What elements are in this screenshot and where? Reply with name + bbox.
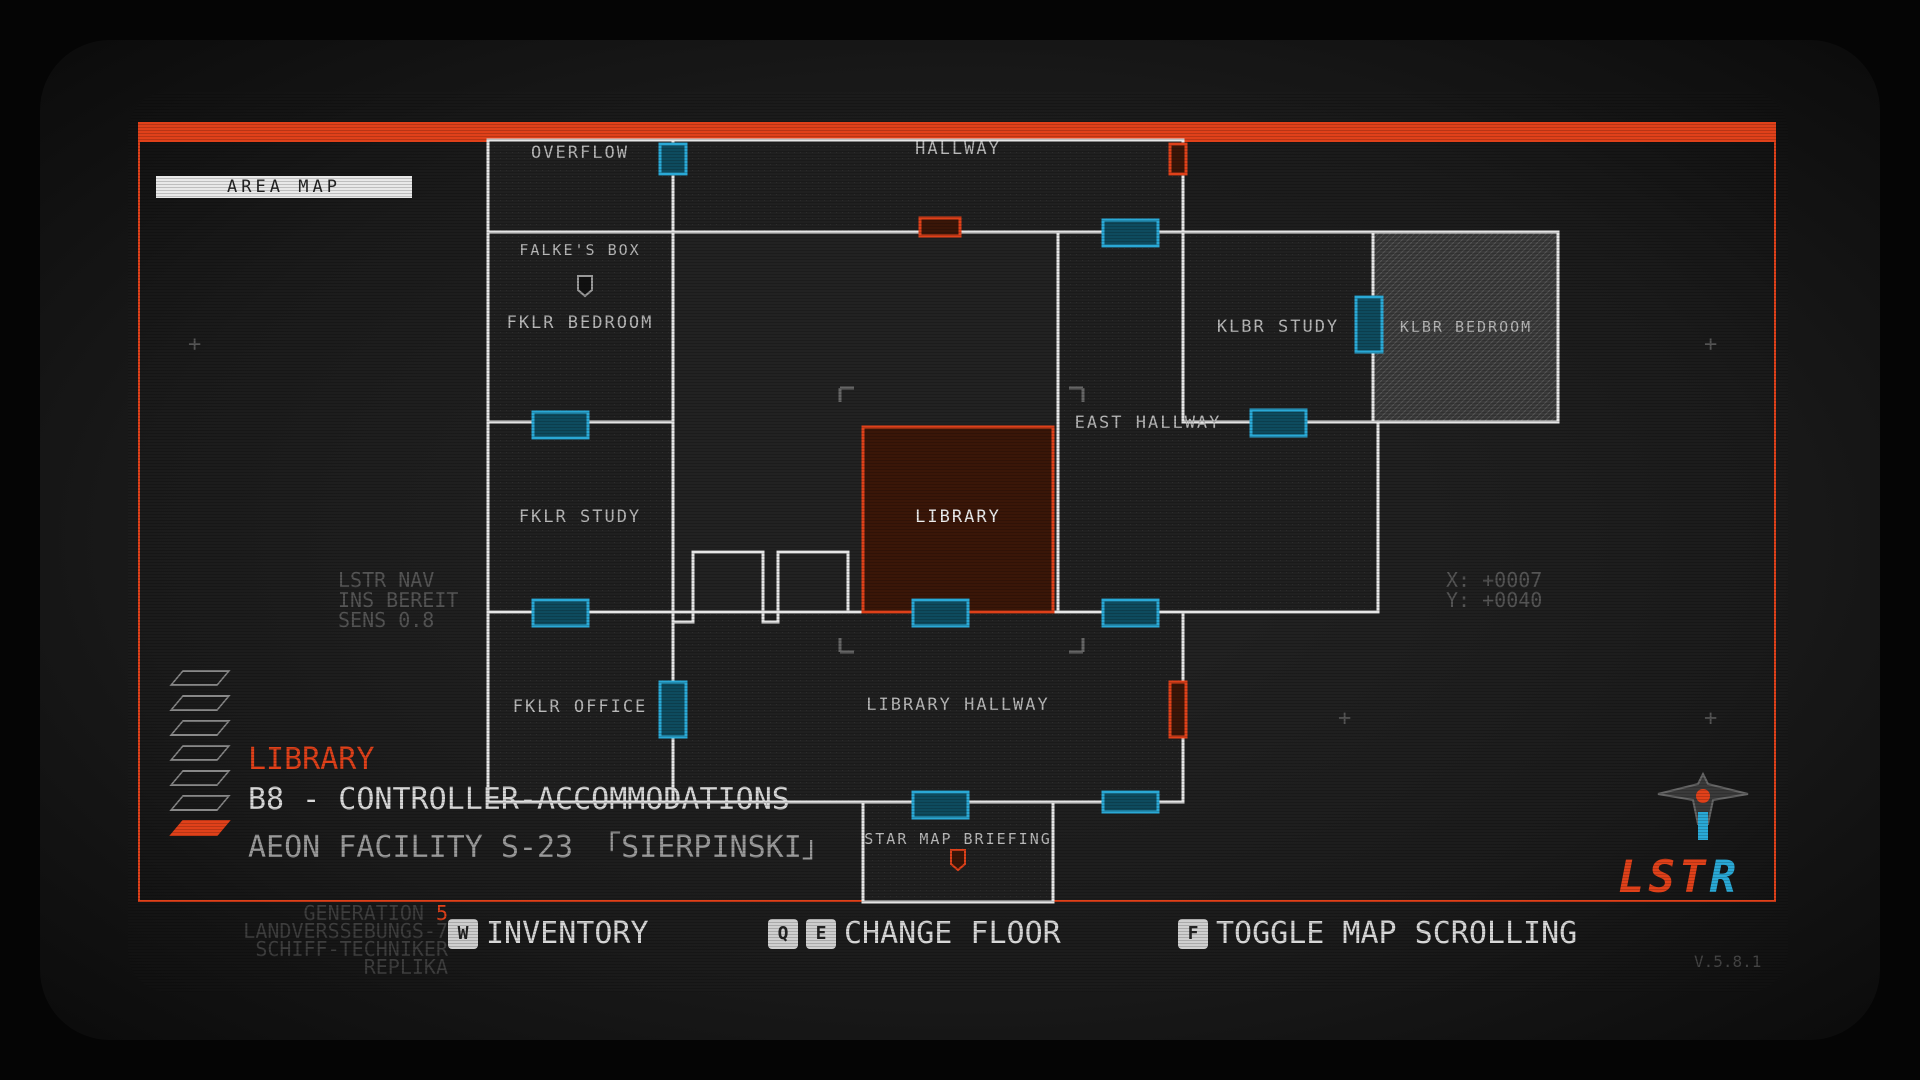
- room-label: FKLR OFFICE: [513, 697, 648, 717]
- corner-marker: [1069, 638, 1085, 654]
- door-icon[interactable]: [531, 598, 590, 628]
- floor-map[interactable]: OVERFLOW HALLWAY FALKE'S BOX FKLR BEDROO…: [128, 92, 1788, 992]
- current-floor: B8 - CONTROLLER-ACCOMMODATIONS: [248, 782, 790, 817]
- locked-door-icon[interactable]: [1168, 142, 1188, 176]
- floor-indicator: [169, 670, 231, 845]
- room-label: FKLR STUDY: [519, 507, 641, 527]
- unit-info: GENERATION 5 LANDVERSSEBUNGS-7 SCHIFF-TE…: [243, 901, 448, 979]
- door-icon[interactable]: [1101, 218, 1160, 248]
- current-room: LIBRARY: [248, 742, 375, 777]
- door-icon[interactable]: [531, 410, 590, 440]
- room-klbr-bedroom[interactable]: [1371, 230, 1560, 424]
- locked-door-icon[interactable]: [1168, 680, 1188, 739]
- area-map-title: AREA MAP: [156, 176, 412, 198]
- room-label: FKLR BEDROOM: [507, 313, 654, 333]
- room-label: OVERFLOW: [531, 143, 629, 163]
- door-icon[interactable]: [658, 680, 688, 739]
- room-label: STAR MAP BRIEFING: [864, 830, 1052, 848]
- door-icon[interactable]: [658, 142, 688, 176]
- wall-notch: [673, 550, 850, 624]
- room-fklr-office[interactable]: [486, 610, 675, 804]
- locked-door-icon[interactable]: [918, 216, 962, 238]
- key-f-icon: F: [1178, 918, 1208, 949]
- version-label: V.5.8.1: [1694, 952, 1762, 971]
- change-floor-control[interactable]: Q E CHANGE FLOOR: [768, 916, 1061, 951]
- crosshair-icon: +: [188, 332, 202, 357]
- marker-icon: [950, 849, 966, 872]
- nav-info: LSTR NAV INS BEREIT SENS 0.8: [338, 568, 459, 632]
- door-icon[interactable]: [911, 598, 970, 628]
- crt-screen: AREA MAP + + + + +: [128, 92, 1788, 992]
- room-label: FALKE'S BOX: [519, 241, 640, 259]
- door-icon[interactable]: [1354, 295, 1384, 354]
- door-icon[interactable]: [1101, 598, 1160, 628]
- corner-marker: [1069, 386, 1085, 402]
- corner-marker: [838, 638, 854, 654]
- crosshair-icon: +: [1338, 706, 1352, 731]
- key-e-icon: E: [806, 918, 836, 949]
- room-label: HALLWAY: [915, 139, 1001, 159]
- inventory-control[interactable]: W INVENTORY: [448, 916, 649, 951]
- top-accent-bar: [138, 122, 1776, 142]
- room-label: KLBR STUDY: [1217, 317, 1339, 337]
- room-klbr-study[interactable]: [1181, 230, 1375, 424]
- eagle-emblem-icon: [1657, 771, 1749, 840]
- key-w-icon: W: [448, 918, 478, 949]
- room-fklr-study[interactable]: [486, 420, 675, 614]
- room-label: KLBR BEDROOM: [1400, 318, 1532, 336]
- facility-name: AEON FACILITY S-23 「SIERPINSKI」: [248, 830, 832, 865]
- door-icon[interactable]: [1249, 408, 1308, 438]
- crosshair-icon: +: [1704, 706, 1718, 731]
- crosshair-icon: +: [1704, 332, 1718, 357]
- door-icon[interactable]: [911, 790, 970, 820]
- lstr-logo: LSTR: [1618, 852, 1740, 903]
- current-floor-indicator: [169, 820, 231, 836]
- door-icon[interactable]: [1101, 790, 1160, 814]
- coordinate-readout: X: +0007 Y: +0040: [1446, 568, 1543, 612]
- room-label: LIBRARY HALLWAY: [866, 695, 1050, 715]
- corner-marker: [838, 386, 854, 402]
- room-label: EAST HALLWAY: [1075, 413, 1222, 433]
- marker-icon: [577, 275, 593, 298]
- toggle-map-scrolling-control[interactable]: F TOGGLE MAP SCROLLING: [1178, 916, 1577, 951]
- key-q-icon: Q: [768, 918, 798, 949]
- room-label: LIBRARY: [915, 507, 1001, 527]
